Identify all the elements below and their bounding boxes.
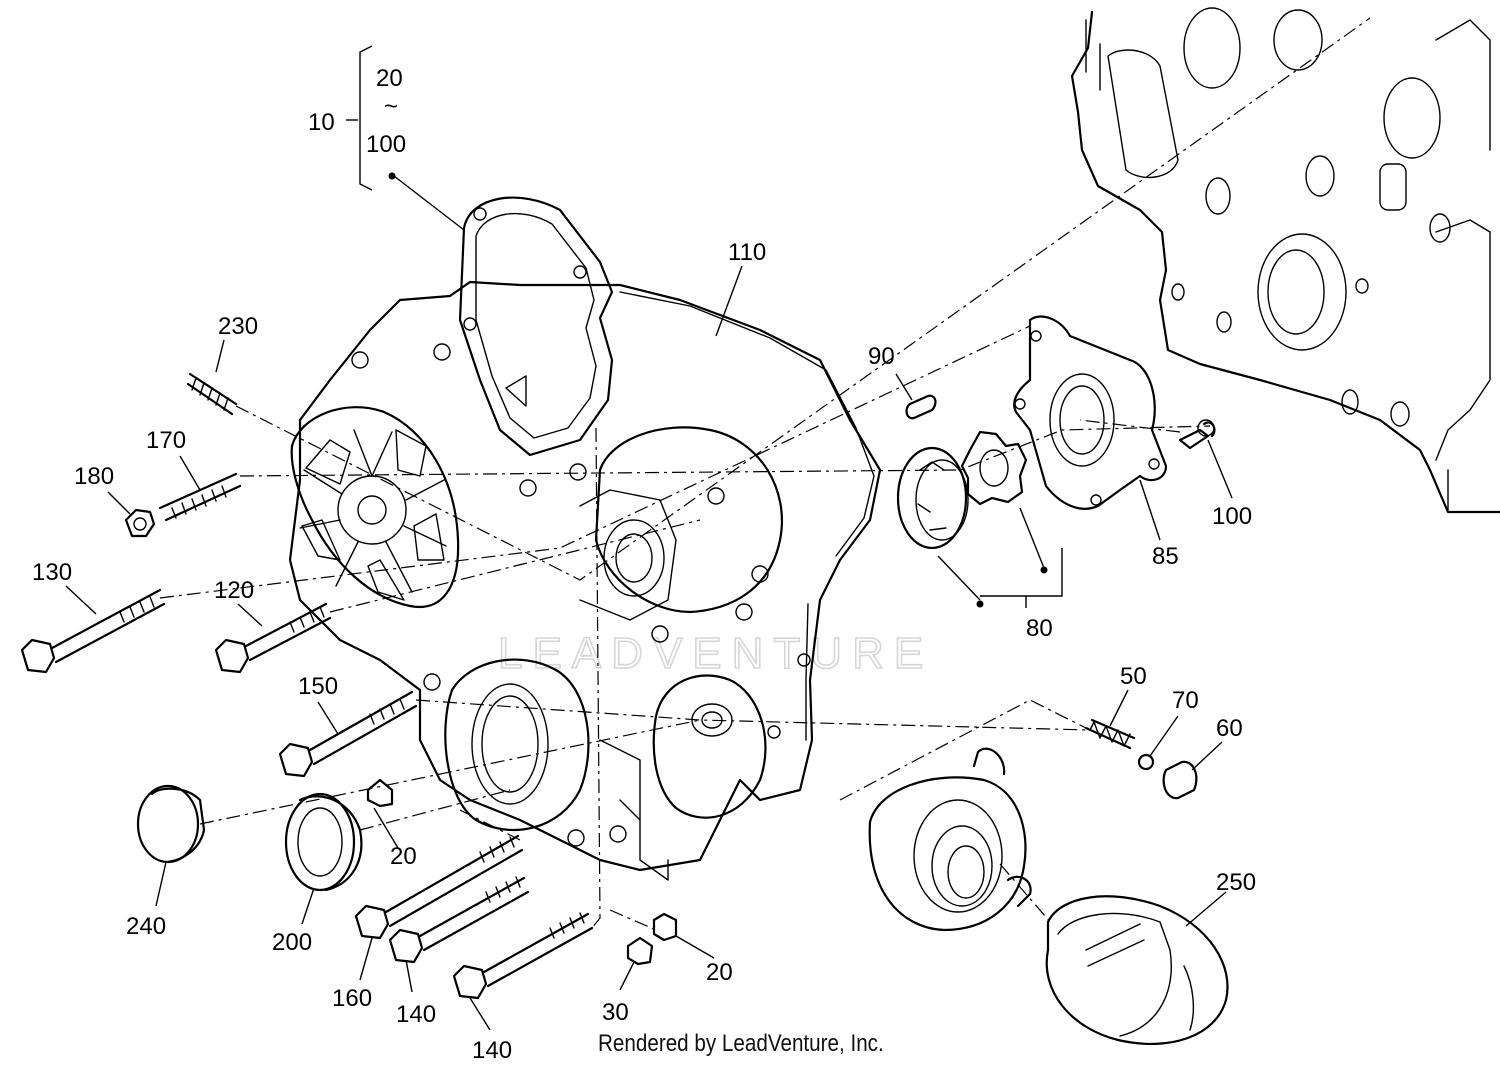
callout-90: 90	[868, 343, 895, 370]
callout-100-right: 100	[1212, 503, 1252, 530]
engine-block	[1070, 7, 1500, 514]
callout-range-tilde: ~	[384, 93, 398, 120]
fasteners-left	[20, 372, 418, 808]
oil-filter-assembly	[868, 718, 1229, 1045]
fan-pulley-housing	[290, 406, 460, 609]
callout-170: 170	[146, 427, 186, 454]
callout-250: 250	[1216, 869, 1256, 896]
callout-20-bottom: 20	[706, 959, 733, 986]
callout-140-lower: 140	[472, 1037, 512, 1064]
callout-160: 160	[332, 985, 372, 1012]
callout-60: 60	[1216, 715, 1243, 742]
callout-140-upper: 140	[396, 1001, 436, 1028]
watermark: LEADVENTURE	[498, 629, 933, 678]
callout-dot	[976, 600, 984, 608]
callout-80: 80	[1026, 615, 1053, 642]
callout-100: 100	[366, 131, 406, 158]
callout-150: 150	[298, 673, 338, 700]
callout-20: 20	[376, 65, 403, 92]
callout-dot	[1040, 566, 1048, 574]
callout-30: 30	[602, 999, 629, 1026]
gear-case-cover	[288, 196, 882, 881]
callout-110: 110	[728, 239, 766, 266]
callout-labels: 10 20 ~ 100 110 230 170 180 130 120 150 …	[32, 65, 1256, 1064]
callout-20-plug: 20	[390, 843, 417, 870]
callout-70: 70	[1172, 687, 1199, 714]
callout-200: 200	[272, 929, 312, 956]
callout-85: 85	[1152, 543, 1179, 570]
leader-lines	[65, 45, 1233, 1031]
render-credit: Rendered by LeadVenture, Inc.	[598, 1030, 884, 1057]
callout-230: 230	[218, 313, 258, 340]
callout-240: 240	[126, 913, 166, 940]
callout-130: 130	[32, 559, 72, 586]
callout-dot	[388, 172, 396, 180]
callout-120: 120	[214, 577, 254, 604]
callout-180: 180	[74, 463, 114, 490]
oil-pump-assembly	[896, 315, 1216, 608]
callout-10: 10	[308, 109, 335, 136]
alignment-lines	[159, 17, 1371, 931]
callout-50: 50	[1120, 663, 1147, 690]
